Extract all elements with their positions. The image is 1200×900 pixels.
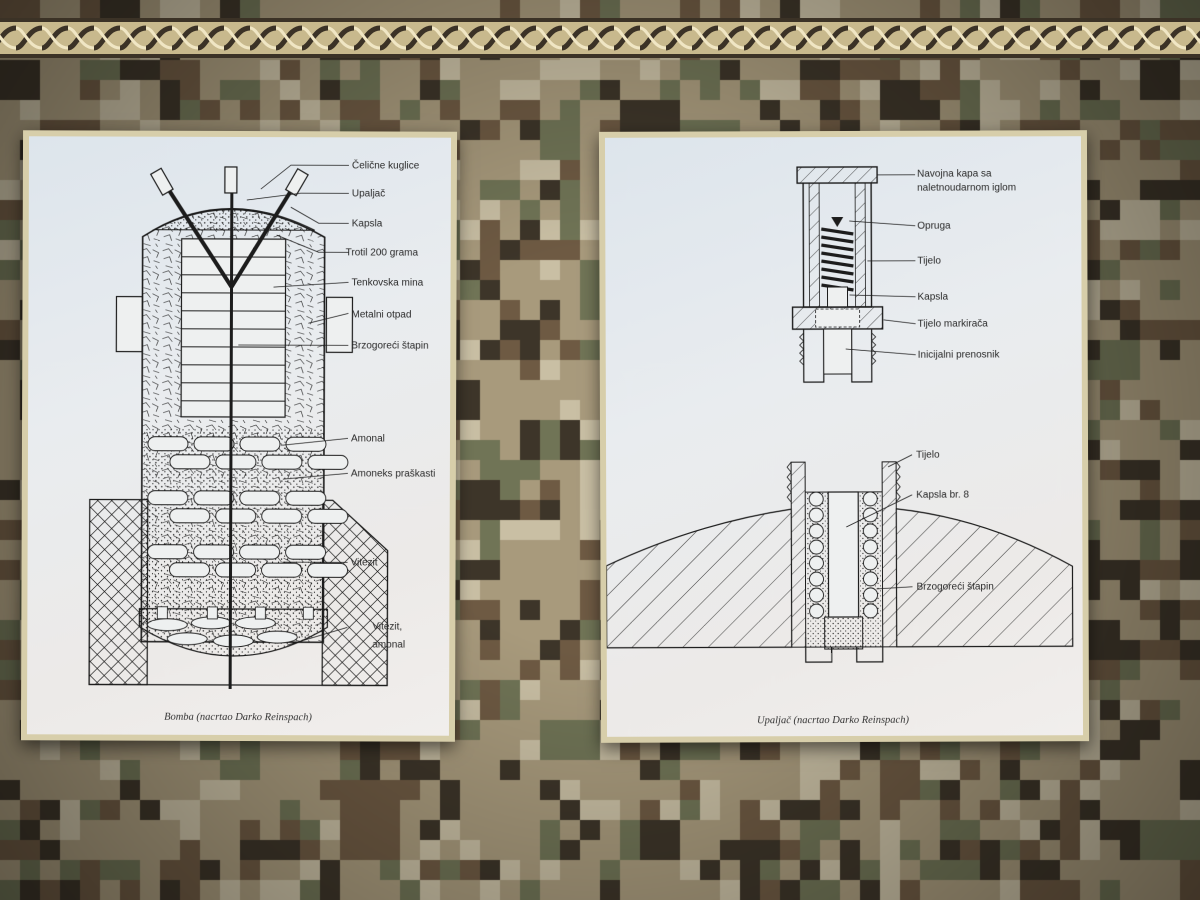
right-handle [325, 296, 354, 353]
label-tnt: Trotil 200 grama [346, 247, 419, 258]
label-metal-scrap: Metalni otpad [351, 309, 411, 320]
bomb-drawing-sheet: Čelične kuglice Upaljač Kapsla Trotil 20… [26, 136, 452, 736]
fuse-assembly [791, 166, 884, 383]
label-capsule: Kapsla [917, 292, 948, 303]
label-amonal: Amonal [351, 433, 385, 444]
braided-border [0, 18, 1200, 58]
label-amonal-2: amonal [372, 639, 405, 650]
label-marker-body: Tijelo markirača [918, 318, 989, 329]
bomb-caption: Bomba (nacrtao Darko Reinspach) [164, 712, 312, 724]
fuse-drawing-panel: Navojna kapa sa naletnoudarnom iglom Opr… [598, 130, 1090, 743]
left-handle [115, 295, 144, 353]
fuse-capsule [826, 286, 849, 308]
label-amoneks: Amoneks praškasti [351, 468, 436, 479]
label-steel-balls: Čelične kuglice [352, 158, 420, 171]
left-wing [88, 498, 149, 686]
label-threaded-cap-2: naletnoudarnom iglom [917, 182, 1016, 193]
label-vitezit: Vitezit [351, 557, 378, 568]
firing-pin [831, 217, 844, 228]
detonators [149, 166, 309, 289]
bomb-drawing-panel: Čelične kuglice Upaljač Kapsla Trotil 20… [20, 130, 458, 742]
bomb-casing-right [895, 508, 1074, 648]
central-fuse [228, 186, 234, 689]
tank-mine-stack [180, 238, 287, 418]
label-vitezit-2: Vitezit, [372, 621, 402, 632]
right-wing [321, 499, 389, 687]
fuse-caption: Upaljač (nacrtao Darko Reinspach) [757, 715, 909, 727]
threaded-cap [796, 166, 878, 184]
leader-lines [238, 164, 349, 646]
label-tank-mine: Tenkovska mina [352, 277, 424, 288]
label-capsule: Kapsla [352, 218, 383, 229]
bomb-diagram: Čelične kuglice Upaljač Kapsla Trotil 20… [88, 158, 436, 724]
fuse-diagram: Navojna kapa sa naletnoudarnom iglom Opr… [605, 166, 1074, 727]
label-initial-transmitter: Inicijalni prenosnik [918, 349, 1001, 360]
label-body-2: Tijelo [916, 450, 940, 461]
fuse-drawing-sheet: Navojna kapa sa naletnoudarnom iglom Opr… [604, 136, 1084, 737]
label-fast-fuse: Brzogoreći štapin [351, 340, 428, 351]
spring [821, 227, 854, 292]
initial-transmitter [823, 328, 853, 375]
label-threaded-cap-1: Navojna kapa sa [917, 168, 992, 179]
steel-balls-dome [151, 207, 315, 231]
label-body: Tijelo [917, 256, 941, 267]
label-fast-fuse-2: Brzogoreći štapin [917, 581, 994, 592]
explosive-capsules [147, 436, 349, 578]
label-fuse: Upaljač [352, 188, 385, 199]
capsule-no8 [827, 491, 860, 618]
label-spring: Opruga [917, 221, 951, 232]
bomb-casing-left [605, 508, 793, 649]
installed-fuse [605, 461, 1074, 663]
label-capsule-no8: Kapsla br. 8 [916, 490, 969, 501]
